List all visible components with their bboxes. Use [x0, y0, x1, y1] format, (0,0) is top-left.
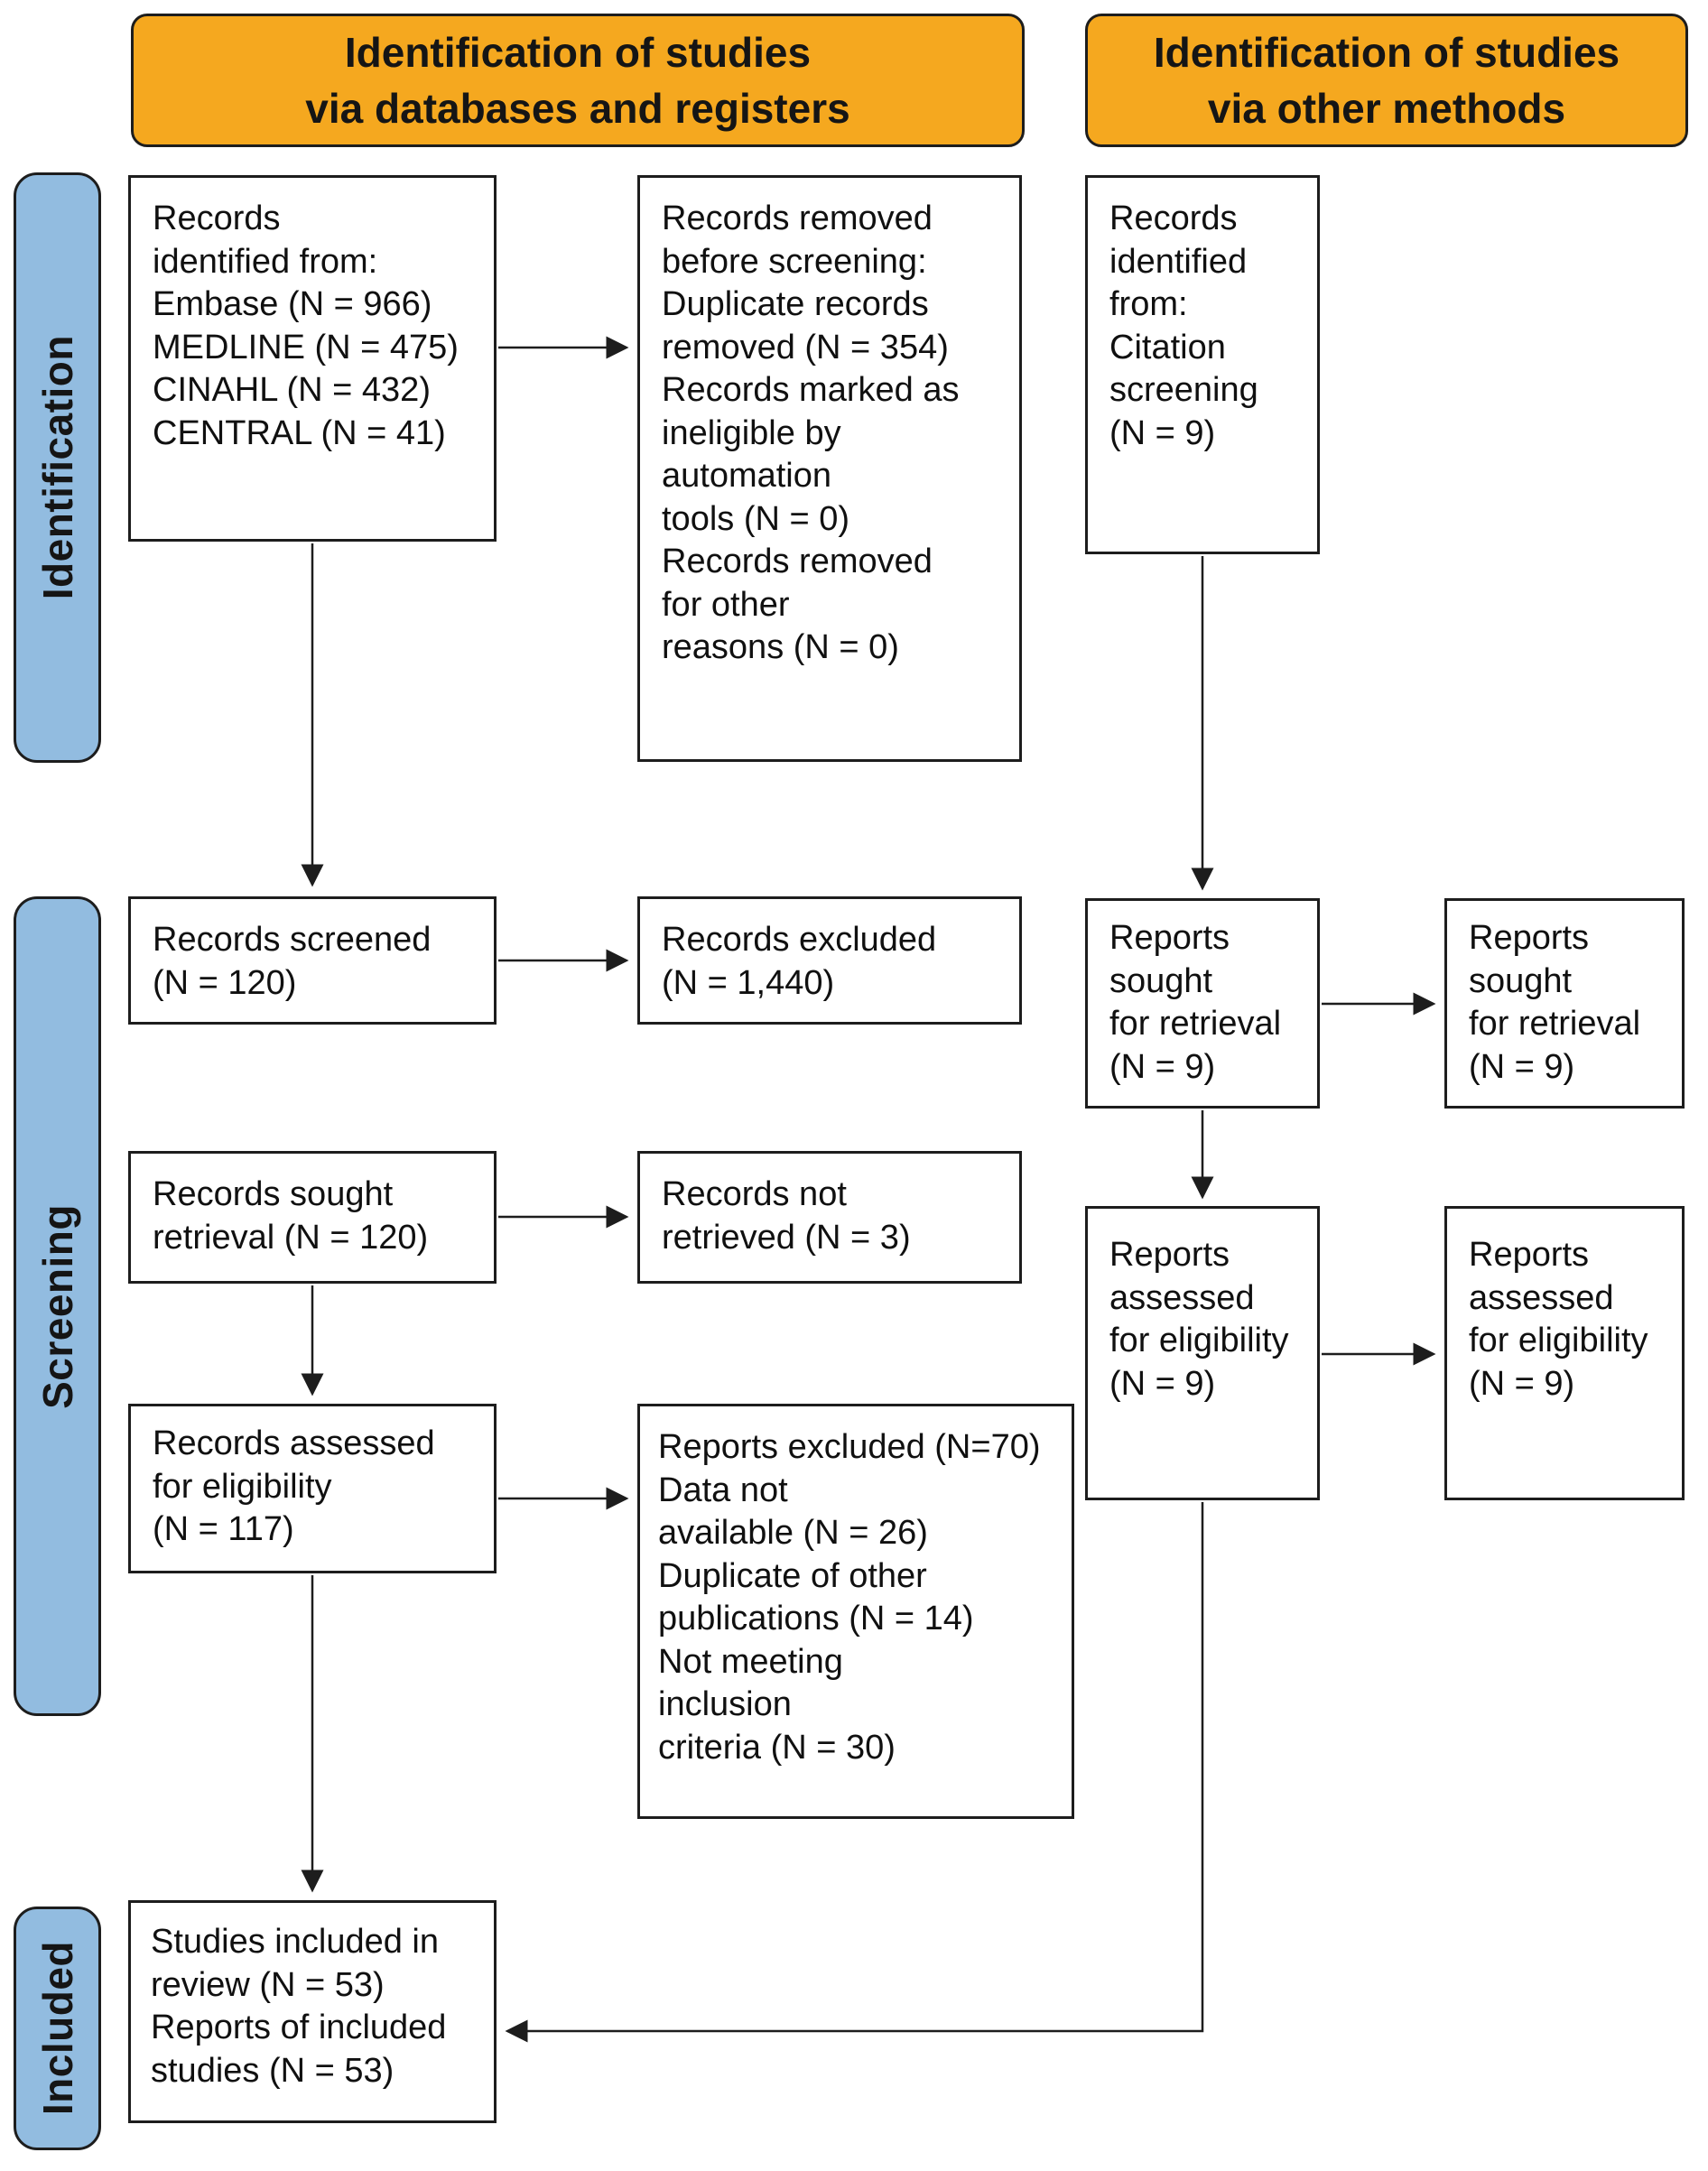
box-reports-assessed-other: Reports assessed for eligibility (N = 9) [1085, 1206, 1320, 1500]
box-studies-included: Studies included in review (N = 53) Repo… [128, 1900, 497, 2123]
box-reports-assessed-other-2: Reports assessed for eligibility (N = 9) [1444, 1206, 1685, 1500]
box-records-identified-other-methods: Records identified from: Citation screen… [1085, 175, 1320, 554]
box-records-excluded: Records excluded (N = 1,440) [637, 896, 1022, 1025]
box-reports-sought-other-2: Reports sought for retrieval (N = 9) [1444, 898, 1685, 1109]
stage-identification-label: Identification [33, 335, 81, 600]
box-records-removed-before-screening: Records removed before screening: Duplic… [637, 175, 1022, 762]
box-records-screened: Records screened (N = 120) [128, 896, 497, 1025]
box-reports-excluded: Reports excluded (N=70) Data not availab… [637, 1404, 1074, 1819]
stage-screening: Screening [14, 896, 101, 1716]
stage-included-label: Included [33, 1941, 81, 2116]
box-records-assessed-eligibility: Records assessed for eligibility (N = 11… [128, 1404, 497, 1573]
stage-identification: Identification [14, 172, 101, 763]
box-records-not-retrieved: Records not retrieved (N = 3) [637, 1151, 1022, 1284]
stage-screening-label: Screening [33, 1203, 81, 1409]
header-identification-via-databases: Identification of studies via databases … [131, 14, 1025, 147]
box-reports-sought-other: Reports sought for retrieval (N = 9) [1085, 898, 1320, 1109]
header-identification-via-other-methods: Identification of studies via other meth… [1085, 14, 1688, 147]
stage-included: Included [14, 1907, 101, 2150]
box-records-sought-retrieval: Records sought retrieval (N = 120) [128, 1151, 497, 1284]
box-records-identified-databases: Records identified from: Embase (N = 966… [128, 175, 497, 542]
